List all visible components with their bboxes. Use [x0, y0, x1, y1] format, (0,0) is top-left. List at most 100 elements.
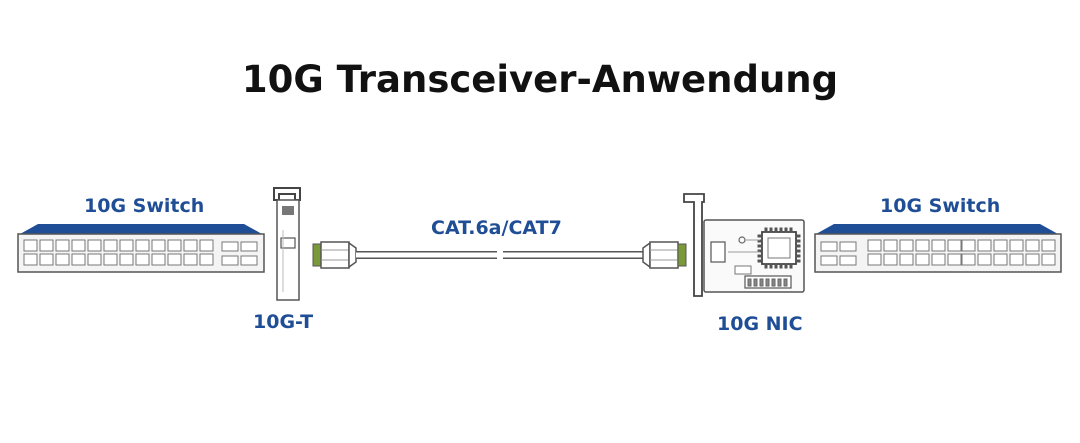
chip-pin — [795, 259, 801, 263]
switch-port — [199, 253, 214, 266]
chip-pin — [764, 263, 768, 269]
chip-pin — [795, 234, 801, 238]
network-card-icon — [683, 193, 805, 297]
switch-port — [55, 253, 70, 266]
switch-port — [931, 239, 946, 252]
switch-sfp-slot — [820, 241, 838, 252]
switch-port — [1041, 239, 1056, 252]
edge-contact — [765, 278, 770, 287]
edge-contact — [777, 278, 782, 287]
switch-port — [199, 239, 214, 252]
chip-pin — [764, 227, 768, 233]
switch-sfp-slot — [221, 241, 239, 252]
switch-port — [867, 253, 882, 266]
nic-chip-pins — [757, 227, 801, 269]
switch-port — [119, 253, 134, 266]
chip-pin — [769, 263, 773, 269]
switch-port — [1009, 253, 1024, 266]
chip-pin — [779, 227, 783, 233]
switch-port — [1025, 239, 1040, 252]
switch-sfp-slot — [221, 255, 239, 266]
switch-port — [899, 239, 914, 252]
edge-contact — [783, 278, 788, 287]
page-title: 10G Transceiver-Anwendung — [241, 58, 839, 101]
rj45-connector-right-icon — [642, 241, 687, 269]
switch-port — [977, 239, 992, 252]
switch-port — [977, 253, 992, 266]
switch-port — [151, 239, 166, 252]
switch-sfp-slot — [240, 241, 258, 252]
switch-sfp-slot — [839, 255, 857, 266]
switch-port — [71, 239, 86, 252]
cable-label: CAT.6a/CAT7 — [431, 217, 562, 239]
nic-edge-connector — [747, 278, 788, 287]
chip-pin — [789, 227, 793, 233]
switch-port — [867, 239, 882, 252]
right-switch-label: 10G Switch — [880, 195, 1001, 217]
transceiver-label: 10G-T — [253, 311, 314, 333]
switch-port — [23, 239, 38, 252]
switch-port — [183, 239, 198, 252]
chip-pin — [757, 254, 763, 258]
switch-port — [183, 253, 198, 266]
switch-port — [119, 239, 134, 252]
switch-port — [915, 239, 930, 252]
chip-pin — [789, 263, 793, 269]
switch-port — [71, 253, 86, 266]
switch-sfp-slot — [839, 241, 857, 252]
switch-port — [915, 253, 930, 266]
switch-port — [167, 239, 182, 252]
left-switch-label: 10G Switch — [84, 195, 205, 217]
nic-label: 10G NIC — [717, 313, 803, 335]
chip-pin — [757, 244, 763, 248]
switch-port — [883, 239, 898, 252]
left-switch-ports — [23, 239, 258, 266]
switch-port — [947, 253, 962, 266]
switch-port — [151, 253, 166, 266]
switch-port — [993, 253, 1008, 266]
switch-port — [1025, 253, 1040, 266]
chip-pin — [795, 244, 801, 248]
chip-pin — [774, 227, 778, 233]
edge-contact — [759, 278, 764, 287]
switch-port — [103, 239, 118, 252]
chip-pin — [795, 249, 801, 253]
switch-port — [39, 239, 54, 252]
left-switch-icon — [17, 224, 265, 273]
switch-port — [947, 239, 962, 252]
switch-port — [23, 253, 38, 266]
switch-port — [883, 253, 898, 266]
switch-port — [103, 253, 118, 266]
switch-port — [135, 253, 150, 266]
edge-contact — [747, 278, 752, 287]
switch-port — [135, 239, 150, 252]
switch-sfp-slot — [820, 255, 838, 266]
edge-contact — [753, 278, 758, 287]
switch-port — [167, 253, 182, 266]
chip-pin — [757, 234, 763, 238]
chip-pin — [757, 259, 763, 263]
edge-contact — [771, 278, 776, 287]
rj45-connector-left-icon — [312, 241, 357, 269]
right-switch-icon — [814, 224, 1062, 273]
switch-sfp-slot — [240, 255, 258, 266]
switch-port — [87, 253, 102, 266]
switch-port — [1041, 253, 1056, 266]
switch-port — [55, 239, 70, 252]
switch-port — [961, 253, 976, 266]
chip-pin — [795, 239, 801, 243]
sfp-transceiver-icon — [273, 187, 301, 301]
chip-pin — [784, 263, 788, 269]
switch-port — [899, 253, 914, 266]
chip-pin — [795, 254, 801, 258]
right-switch-ports — [820, 239, 1056, 266]
switch-port — [39, 253, 54, 266]
switch-port — [993, 239, 1008, 252]
chip-pin — [784, 227, 788, 233]
chip-pin — [769, 227, 773, 233]
switch-port — [961, 239, 976, 252]
chip-pin — [779, 263, 783, 269]
switch-port — [87, 239, 102, 252]
switch-port — [931, 253, 946, 266]
